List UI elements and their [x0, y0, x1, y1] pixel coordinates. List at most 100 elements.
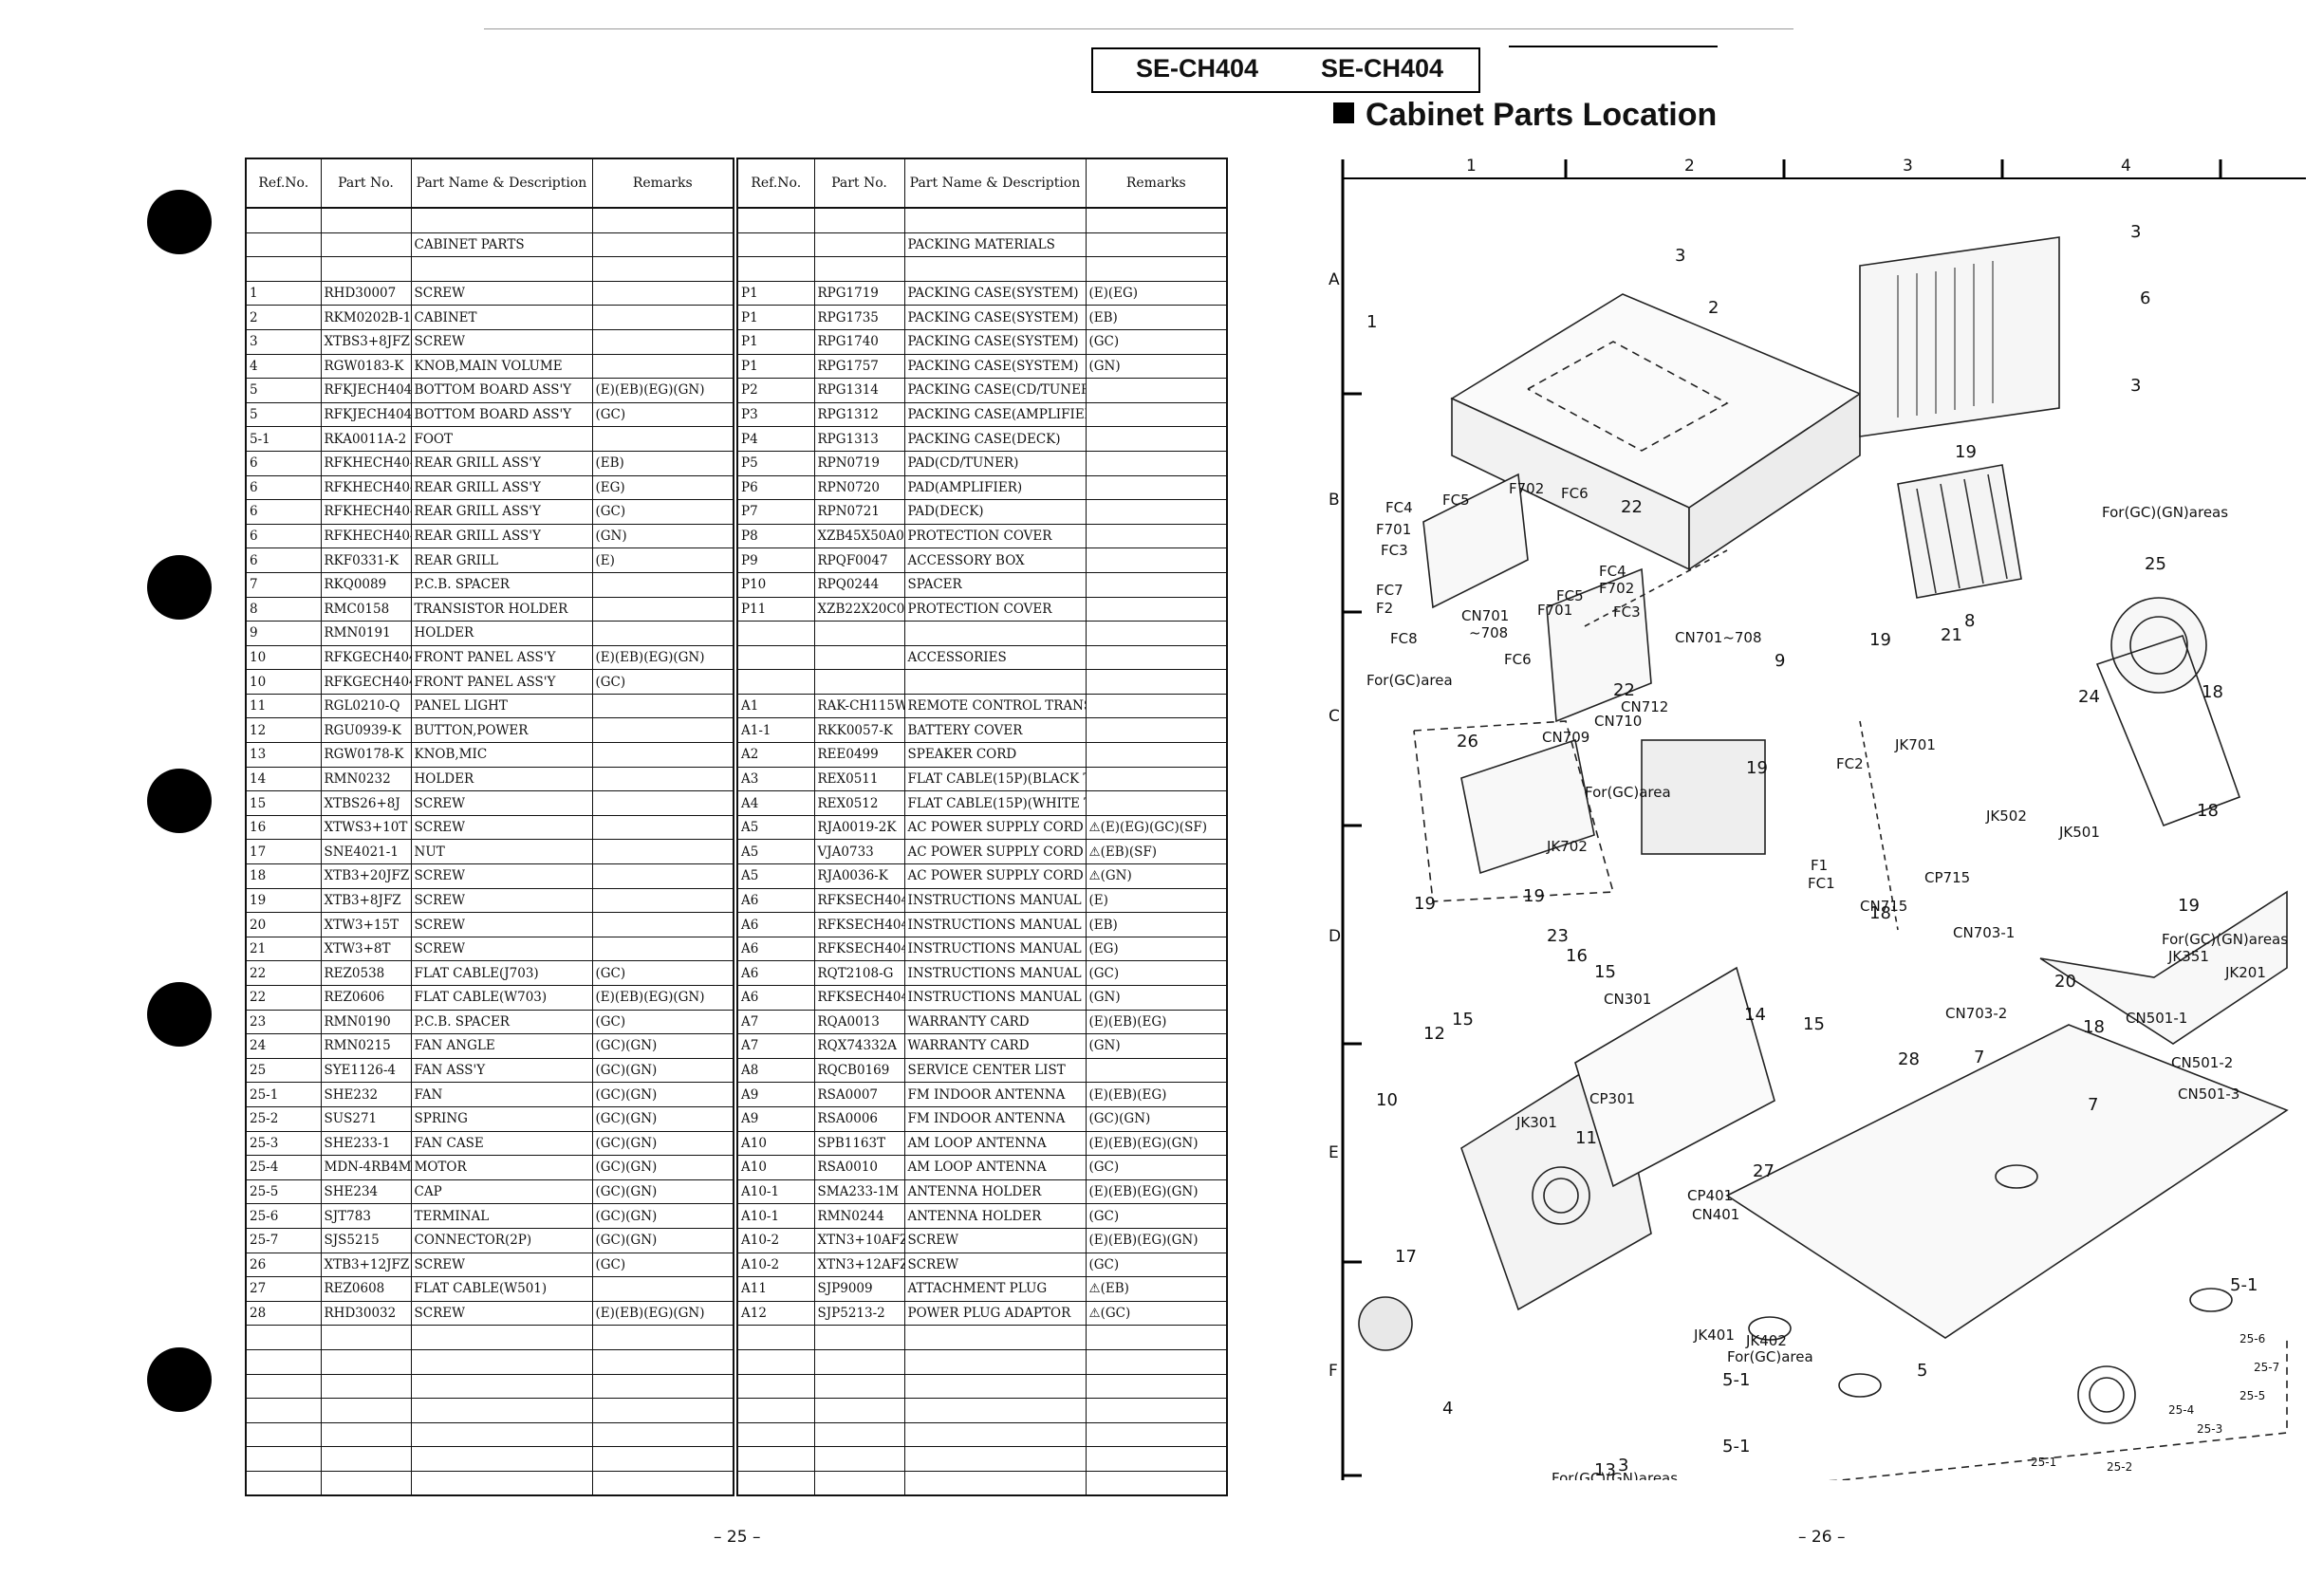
cell-remarks [1085, 621, 1228, 646]
cell-remarks [1085, 596, 1228, 622]
cell-ref-no [245, 207, 322, 233]
callout-28: 28 [1898, 1049, 1920, 1069]
cell-ref-no [736, 1398, 815, 1423]
note-for-gcgn-areas: For(GC)(GN)areas [1552, 1470, 1678, 1480]
callout-3: 3 [2130, 376, 2141, 396]
cell-description [410, 256, 593, 282]
cell-remarks [591, 1421, 734, 1448]
table-row: A6RFKSECH404EGINSTRUCTIONS MANUAL(EG) [736, 936, 1228, 962]
cell-description: INSTRUCTIONS MANUAL [903, 960, 1087, 986]
cell-ref-no: 20 [245, 912, 322, 937]
cell-remarks [1085, 1398, 1228, 1423]
cell-remarks [591, 1325, 734, 1350]
cell-part-no: XTN3+10AFZ [813, 1227, 905, 1253]
cell-part-no [320, 232, 412, 258]
cell-description [410, 1470, 593, 1496]
cell-ref-no [245, 1421, 322, 1448]
callout-19: 19 [1523, 886, 1545, 906]
label-cn712: CN712 [1621, 698, 1668, 715]
page-number-left: – 25 – [714, 1528, 761, 1547]
cell-remarks: (GC) [1085, 328, 1228, 355]
cell-remarks: (GC) [1085, 1252, 1228, 1278]
cell-remarks: (EG) [591, 474, 734, 501]
table-row [245, 1348, 734, 1375]
label-cn501-1: CN501-1 [2126, 1010, 2187, 1027]
cell-remarks [591, 256, 734, 282]
cell-remarks [1085, 717, 1228, 744]
label-jk501: JK501 [2058, 824, 2100, 841]
label-cn710: CN710 [1594, 713, 1642, 730]
table-row [736, 1373, 1228, 1400]
table-row: A6RFKSECH404GNINSTRUCTIONS MANUAL(GN) [736, 985, 1228, 1011]
cell-part-no: XTW3+15T [320, 912, 412, 937]
cell-description: PACKING CASE(SYSTEM) [903, 280, 1087, 306]
cell-ref-no: A2 [736, 742, 815, 768]
cell-description [410, 1446, 593, 1472]
cell-part-no: XTBS26+8J [320, 790, 412, 816]
cell-part-no: RHD30032 [320, 1300, 412, 1327]
cell-remarks: ⚠(GN) [1085, 863, 1228, 889]
callout-9: 9 [1775, 651, 1785, 671]
cell-part-no: SPB1163T [813, 1130, 905, 1157]
cell-part-no: RGW0183-K [320, 353, 412, 380]
cell-description: ANTENNA HOLDER [903, 1178, 1087, 1205]
cell-description: SPEAKER CORD [903, 742, 1087, 768]
cell-part-no: XTWS3+10T [320, 814, 412, 841]
cell-remarks [1085, 378, 1228, 403]
cell-remarks: (E)(EB)(EG)(GN) [591, 1300, 734, 1327]
cell-description: INSTRUCTIONS MANUAL [903, 936, 1087, 962]
cell-part-no: RPQF0047 [813, 547, 905, 573]
callout-13: 13 [1594, 1460, 1616, 1480]
cell-remarks: (E) [1085, 887, 1228, 914]
callout-18: 18 [2202, 682, 2223, 702]
cell-description: FAN ASS'Y [410, 1057, 593, 1084]
table-header-row: Ref.No. Part No. Part Name & Description… [736, 158, 1228, 209]
cell-description [903, 1398, 1087, 1423]
callout-19: 19 [1955, 442, 1977, 462]
table-row: 5RFKJECH404EKBOTTOM BOARD ASS'Y(E)(EB)(E… [245, 378, 734, 403]
callout-24: 24 [2078, 687, 2100, 707]
cell-description: BOTTOM BOARD ASS'Y [410, 401, 593, 428]
cell-ref-no: A3 [736, 766, 815, 792]
cell-remarks [591, 1373, 734, 1400]
table-row: 6RFKHECH404GCREAR GRILL ASS'Y(GC) [245, 499, 734, 525]
table-row [245, 1398, 734, 1423]
callout-27: 27 [1753, 1161, 1775, 1181]
cell-part-no: REX0512 [813, 790, 905, 816]
cell-description: AM LOOP ANTENNA [903, 1130, 1087, 1157]
callout-19: 19 [1869, 630, 1891, 650]
cell-part-no: RFKSECH404EB [813, 912, 905, 937]
cell-ref-no: 25-6 [245, 1203, 322, 1229]
cell-ref-no: A10 [736, 1155, 815, 1180]
label-jk201: JK201 [2224, 964, 2266, 981]
bottom-board-shape [1725, 1024, 2289, 1339]
cell-part-no: RSA0007 [813, 1082, 905, 1107]
cell-part-no: SHE232 [320, 1082, 412, 1107]
callout-5-1: 5-1 [2230, 1275, 2258, 1295]
cell-description: SCREW [410, 863, 593, 889]
cell-part-no [813, 1373, 905, 1400]
cell-part-no [813, 1348, 905, 1375]
cell-part-no: RQT2108-G [813, 960, 905, 986]
sub-pcb-shape [1460, 738, 1595, 875]
cell-ref-no [736, 256, 815, 282]
table-row [736, 669, 1228, 695]
callout-3: 3 [1618, 1456, 1628, 1475]
cell-description: PACKING MATERIALS [903, 232, 1087, 258]
grid-row-c: C [1329, 707, 1340, 726]
cell-description [410, 1398, 593, 1423]
label-f702b: F702 [1599, 580, 1634, 597]
label-fc3: FC3 [1381, 542, 1408, 559]
cell-description [903, 256, 1087, 282]
table-row [245, 207, 734, 233]
